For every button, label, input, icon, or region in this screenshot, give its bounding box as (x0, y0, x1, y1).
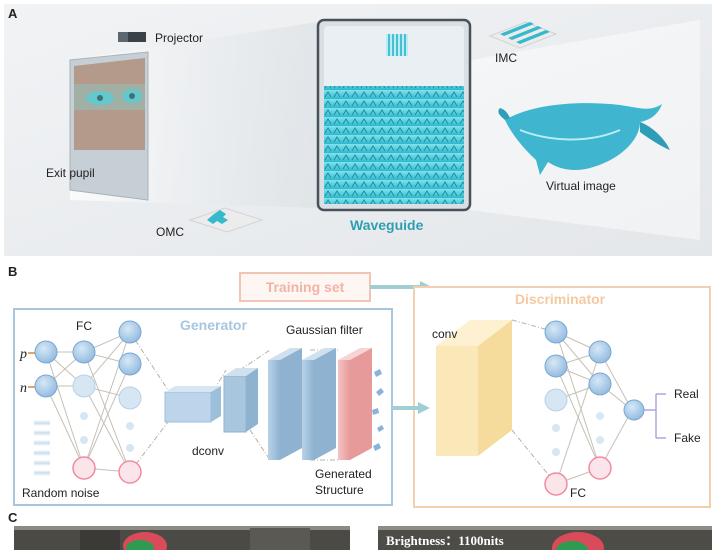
exit-pupil-label: Exit pupil (46, 166, 95, 180)
in-coupler-grating (386, 34, 408, 56)
training-set-label: Training set (266, 279, 345, 295)
output-fake-label: Fake (674, 431, 701, 445)
node (588, 456, 612, 480)
node (72, 456, 96, 480)
generated-structure-line1: Generated (315, 467, 372, 481)
generated-structure-pattern (372, 369, 384, 451)
node (72, 340, 96, 364)
panel-a: A Projector Waveguide (4, 4, 712, 256)
input-p-label: p (19, 347, 27, 362)
conv-label: conv (432, 327, 457, 341)
disc-dashed-links (511, 319, 557, 485)
waveguide-grating (324, 86, 464, 204)
discriminator-title: Discriminator (515, 291, 606, 307)
node (544, 388, 568, 412)
node (72, 374, 96, 398)
output-node (623, 399, 645, 421)
random-noise-bars (34, 420, 50, 476)
node-dot (126, 444, 134, 452)
gaussian-filter-label: Gaussian filter (286, 323, 363, 337)
node (544, 354, 568, 378)
projector-label: Projector (155, 31, 203, 45)
generator-fc-label: FC (76, 319, 92, 333)
waveguide-plate (316, 18, 472, 212)
output-real-label: Real (674, 387, 699, 401)
node-dot (596, 412, 604, 420)
node-dot (596, 436, 604, 444)
panel-a-label: A (8, 6, 18, 21)
node (118, 352, 142, 376)
panel-b: B Training set Generator Discriminator (8, 264, 711, 508)
omc-inset (188, 207, 264, 233)
virtual-image-label: Virtual image (546, 179, 616, 193)
waveguide-label: Waveguide (350, 217, 424, 233)
imc-label: IMC (495, 51, 517, 65)
node (544, 320, 568, 344)
brightness-label: Brightness：1100nits (386, 533, 504, 548)
projector-icon (118, 32, 146, 42)
discriminator-nodes (544, 320, 645, 496)
node (118, 320, 142, 344)
generator-nodes (34, 320, 142, 484)
node-dot (80, 436, 88, 444)
node (118, 386, 142, 410)
node (588, 340, 612, 364)
photo-right: Brightness：1100nits (378, 526, 712, 550)
panel-c-label: C (8, 510, 18, 525)
gaussian-filter-blocks (268, 348, 372, 460)
training-set-box (239, 272, 371, 302)
exit-pupil-plane (69, 51, 149, 201)
conv-block (436, 320, 512, 456)
node-dot (80, 412, 88, 420)
omc-label: OMC (156, 225, 184, 239)
node (34, 340, 58, 364)
dconv-label: dconv (192, 444, 224, 458)
generated-structure-line2: Structure (315, 483, 364, 497)
generator-title: Generator (180, 317, 247, 333)
node-dot (552, 424, 560, 432)
whale-icon (498, 103, 670, 175)
node (588, 372, 612, 396)
panel-b-label: B (8, 264, 17, 279)
dconv-blocks (164, 368, 258, 433)
node-dot (552, 448, 560, 456)
node (544, 472, 568, 496)
node-dot (126, 422, 134, 430)
panel-c: C Brightness：1100nits (8, 510, 712, 550)
input-n-label: n (20, 381, 27, 396)
photo-left (14, 526, 350, 550)
imc-inset (488, 21, 558, 49)
output-bracket (644, 393, 666, 439)
random-noise-label: Random noise (22, 486, 100, 500)
node (34, 374, 58, 398)
discriminator-fc-label: FC (570, 486, 586, 500)
node (118, 460, 142, 484)
